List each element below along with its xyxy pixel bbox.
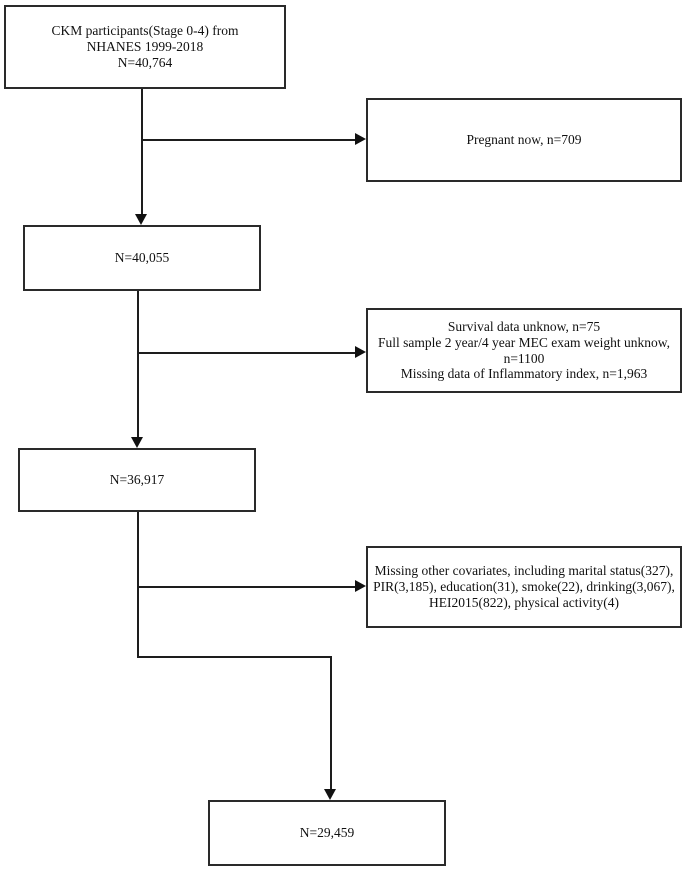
box-excluded-missing-survival-weight-inflammatory: Survival data unknow, n=75 Full sample 2…: [366, 308, 682, 393]
box-text-line: Missing data of Inflammatory index, n=1,…: [400, 366, 648, 382]
box-text-line: PIR(3,185), education(31), smoke(22), dr…: [373, 579, 675, 595]
connector-branch-to-exclusion2: [137, 352, 356, 354]
box-text-line: N=29,459: [299, 825, 355, 841]
box-text-line: Full sample 2 year/4 year MEC exam weigh…: [378, 334, 670, 350]
box-text-line: N=40,764: [117, 54, 173, 70]
box-text-line: Survival data unknow, n=75: [447, 318, 601, 334]
box-text-line: NHANES 1999-2018: [86, 39, 204, 55]
connector-vertical-into-n29459: [330, 657, 332, 790]
box-ckm-participants: CKM participants(Stage 0-4) from NHANES …: [4, 5, 286, 89]
arrowhead-down-into-n36917: [131, 437, 143, 448]
arrowhead-down-into-n40055: [135, 214, 147, 225]
arrowhead-down-into-n29459: [324, 789, 336, 800]
arrowhead-right-into-exclusion2: [355, 346, 366, 358]
box-text-line: Missing other covariates, including mari…: [374, 563, 674, 579]
box-n40055: N=40,055: [23, 225, 261, 291]
connector-branch-to-pregnant: [141, 139, 356, 141]
box-excluded-missing-covariates: Missing other covariates, including mari…: [366, 546, 682, 628]
connector-branch-to-exclusion3: [137, 586, 356, 588]
box-n36917: N=36,917: [18, 448, 256, 512]
box-text-line: n=1100: [503, 350, 545, 366]
connector-vertical-n36917-down: [137, 512, 139, 658]
connector-vertical-n40055-to-n36917: [137, 291, 139, 438]
box-text-line: CKM participants(Stage 0-4) from: [51, 23, 239, 39]
box-excluded-pregnant: Pregnant now, n=709: [366, 98, 682, 182]
connector-elbow-horizontal: [137, 656, 332, 658]
box-text-line: N=40,055: [114, 250, 170, 266]
arrowhead-right-into-pregnant: [355, 133, 366, 145]
arrowhead-right-into-exclusion3: [355, 580, 366, 592]
box-text-line: Pregnant now, n=709: [466, 132, 582, 148]
box-text-line: N=36,917: [109, 472, 165, 488]
connector-vertical-ckm-to-n40055: [141, 89, 143, 215]
box-text-line: HEI2015(822), physical activity(4): [428, 594, 620, 610]
box-n29459-final: N=29,459: [208, 800, 446, 866]
